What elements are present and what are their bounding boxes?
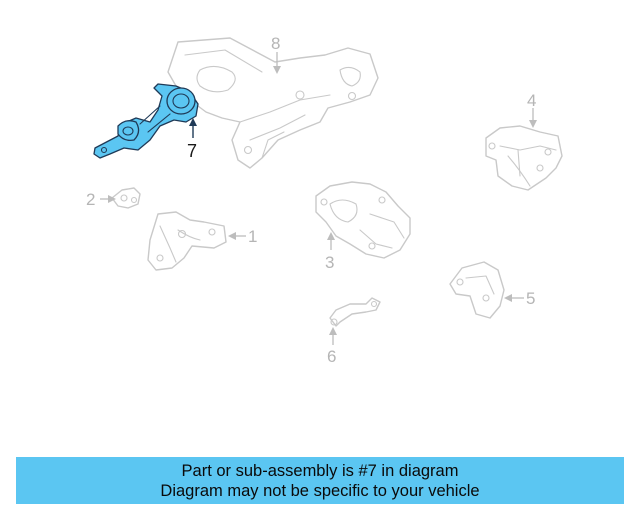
callout-7: 7: [187, 118, 197, 161]
parts-diagram: 8 7 4 2: [86, 34, 563, 366]
svg-text:1: 1: [248, 227, 257, 246]
diagram-notice-banner: Part or sub-assembly is #7 in diagram Di…: [16, 457, 624, 504]
part-3-mount-assembly[interactable]: [315, 181, 411, 259]
part-6-rod[interactable]: [329, 297, 381, 327]
callout-6: 6: [327, 327, 337, 366]
notice-line-1: Part or sub-assembly is #7 in diagram: [181, 462, 459, 480]
part-7-torque-rod[interactable]: [93, 83, 199, 159]
part-5-side-bracket[interactable]: [449, 261, 505, 319]
svg-text:7: 7: [187, 141, 197, 161]
svg-text:6: 6: [327, 347, 336, 366]
callout-5: 5: [504, 289, 535, 308]
part-8-subframe[interactable]: [167, 37, 379, 169]
callout-3: 3: [325, 232, 335, 272]
callout-8: 8: [271, 34, 281, 74]
svg-text:5: 5: [526, 289, 535, 308]
part-2-bracket[interactable]: [111, 187, 141, 209]
callout-4: 4: [527, 91, 537, 128]
svg-text:8: 8: [271, 34, 280, 53]
part-1-transmission-mount[interactable]: [147, 211, 227, 271]
part-4-engine-mount[interactable]: [485, 125, 563, 191]
callout-2: 2: [86, 190, 116, 209]
svg-text:4: 4: [527, 91, 536, 110]
callout-1: 1: [228, 227, 257, 246]
svg-text:2: 2: [86, 190, 95, 209]
svg-text:3: 3: [325, 253, 334, 272]
notice-line-2: Diagram may not be specific to your vehi…: [160, 482, 480, 500]
